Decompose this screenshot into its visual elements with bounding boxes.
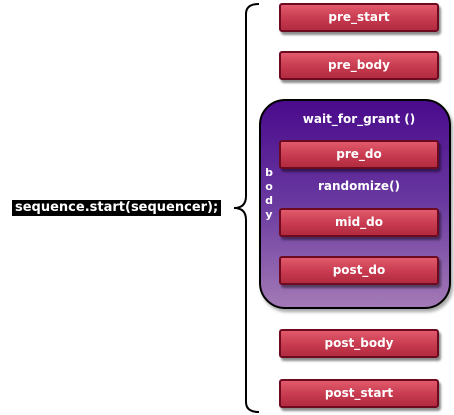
body-label-letter: y bbox=[265, 208, 273, 221]
mid-do-box: mid_do bbox=[279, 208, 439, 237]
pre-body-box: pre_body bbox=[279, 51, 439, 80]
post-body-box: post_body bbox=[279, 329, 439, 358]
post-start-box: post_start bbox=[279, 379, 439, 408]
sequence-start-call-label: sequence.start(sequencer); bbox=[12, 200, 222, 216]
pre-do-box: pre_do bbox=[279, 140, 439, 169]
body-label-letter: o bbox=[265, 180, 273, 193]
pre-start-box: pre_start bbox=[279, 3, 439, 32]
body-label-letter: d bbox=[265, 194, 273, 207]
randomize-text: randomize() bbox=[317, 179, 401, 193]
wait-for-grant-text: wait_for_grant () bbox=[302, 112, 416, 126]
body-label-letter: b bbox=[265, 166, 273, 179]
post-do-box: post_do bbox=[279, 256, 439, 285]
